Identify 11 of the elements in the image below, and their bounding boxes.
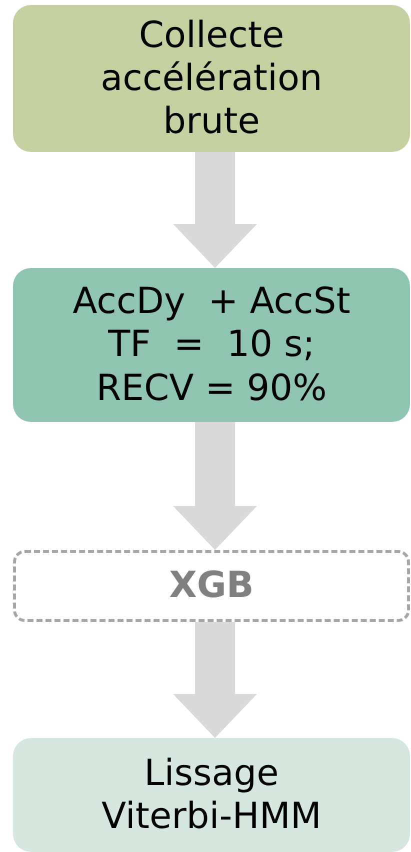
process-box [13,5,410,152]
node-label: Lissage Viterbi-HMM [100,752,322,838]
process-box [13,738,410,852]
block-arrow [173,152,257,268]
node-label: AccDy + AccSt TF = 10 s; RECV = 90% [72,280,352,410]
node-label: Collecte accélération brute [100,14,324,144]
block-arrow [173,422,257,550]
process-box [13,268,410,422]
node-label: XGB [169,564,254,608]
dashed-box [13,550,410,622]
block-arrow [173,622,257,738]
